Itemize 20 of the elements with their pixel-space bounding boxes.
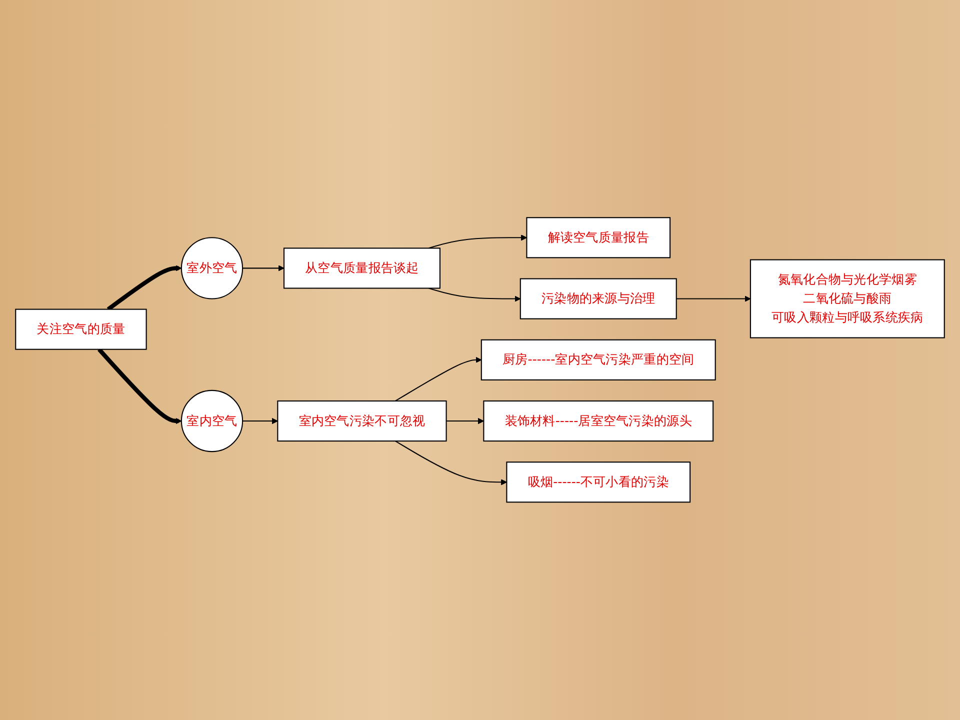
node-box: 厨房------室内空气污染严重的空间 xyxy=(480,339,716,381)
node-circle: 室内空气 xyxy=(180,390,244,452)
arrow xyxy=(242,265,284,272)
node-circle: 室外空气 xyxy=(180,237,244,300)
node-box: 氮氧化合物与光化学烟雾 二氧化硫与酸雨 可吸入颗粒与呼吸系统疾病 xyxy=(750,259,945,338)
node-box: 室内空气污染不可忽视 xyxy=(277,400,447,442)
node-box: 解读空气质量报告 xyxy=(526,217,671,258)
arrow xyxy=(395,440,507,486)
arrow xyxy=(428,234,527,249)
node-box: 污染物的来源与治理 xyxy=(520,278,677,320)
arrow xyxy=(242,418,278,424)
arrow xyxy=(676,296,751,302)
node-box: 从空气质量报告谈起 xyxy=(283,248,440,289)
node-box: 装饰材料-----居室空气污染的源头 xyxy=(483,400,714,442)
arrow xyxy=(446,418,484,424)
arrow xyxy=(395,356,482,402)
node-box: 关注空气的质量 xyxy=(15,308,147,350)
arrow xyxy=(98,348,182,424)
arrow xyxy=(428,288,521,302)
node-box: 吸烟------不可小看的污染 xyxy=(506,462,691,503)
